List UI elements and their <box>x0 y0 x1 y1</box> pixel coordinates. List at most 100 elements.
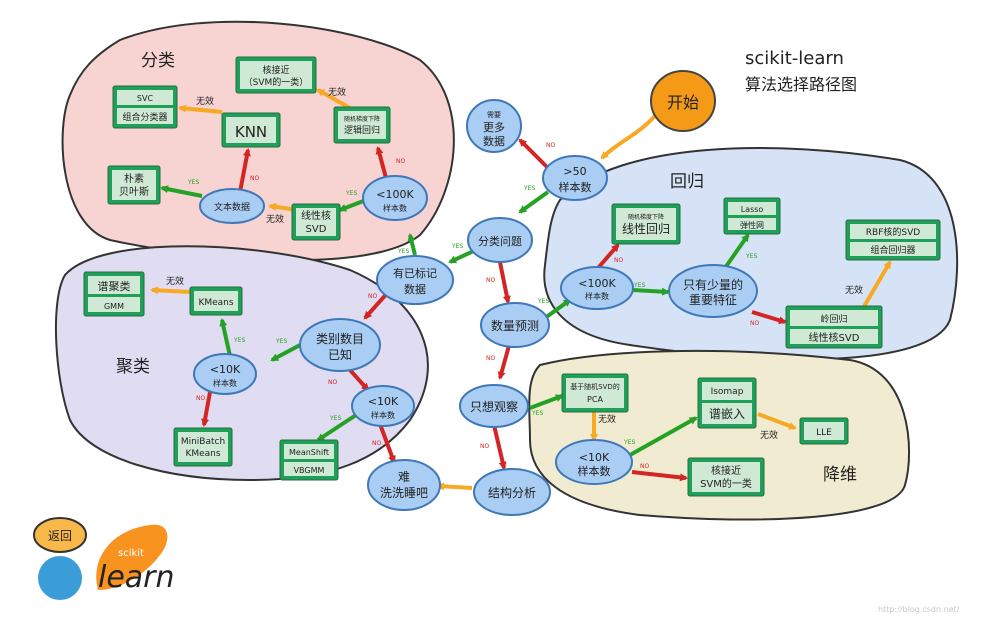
algo-ensemble-label: 组合分类器 <box>122 111 167 123</box>
algo-linear-svd-classify[interactable]: 线性核 SVD <box>291 203 341 241</box>
node-lt10k-d-line1: <10K <box>579 451 610 464</box>
algo-svc-ensemble[interactable]: SVC 组合分类器 <box>112 85 178 129</box>
algo-kernel-approx-classify[interactable]: 核接近 （SVM的一类） <box>235 56 317 94</box>
region-label-regression: 回归 <box>670 172 704 192</box>
edge-lt100kc-linsvd <box>338 198 367 212</box>
algo-meanshift-vbgmm[interactable]: MeanShift VBGMM <box>279 439 339 481</box>
algo-kernel-approx-reduce[interactable]: 核接近 SVM的一类 <box>687 457 765 497</box>
node-start[interactable]: 开始 <box>650 70 716 132</box>
node-structure[interactable]: 结构分析 <box>473 468 551 516</box>
algo-ridge-linear-svd[interactable]: 岭回归 线性核SVD <box>785 305 883 349</box>
algo-sgd-regressor[interactable]: 随机梯度下降 线性回归 <box>611 203 681 245</box>
label-fail-sgdc: 无效 <box>328 86 346 98</box>
node-labeled[interactable]: 有已标记 数据 <box>376 255 454 305</box>
edge-kmeans-spectral <box>150 286 191 295</box>
node-category-known-line1: 类别数目 <box>316 331 364 346</box>
algo-kmeans[interactable]: KMeans <box>189 286 243 316</box>
label-yes-lt10kd: YES <box>623 439 635 446</box>
node-more-data[interactable]: 需要 更多 数据 <box>466 99 522 153</box>
edge-classify-predict <box>498 261 511 304</box>
node-tough-luck[interactable]: 难 洗洗睡吧 <box>367 459 441 511</box>
edge-lt10kb-tough <box>378 423 396 464</box>
node-text-data[interactable]: 文本数据 <box>199 188 265 224</box>
algo-kmeans-label: KMeans <box>198 298 233 308</box>
edge-lt100kr-few <box>631 287 670 296</box>
algo-elasticnet-label: 弹性网 <box>740 220 764 230</box>
edge-lt100kc-sgd <box>375 146 388 179</box>
edge-ridge-rbf <box>860 260 892 312</box>
node-few-features[interactable]: 只有少量的 重要特征 <box>668 264 758 318</box>
edge-predict-look <box>497 341 512 380</box>
node-lt100k-regress-line1: <100K <box>578 277 616 290</box>
edge-look-structure <box>492 424 507 470</box>
node-text-data-label: 文本数据 <box>214 201 250 213</box>
algo-rbf-svd-ensemble[interactable]: RBF核的SVD 组合回归器 <box>845 219 941 261</box>
algo-linsvd-line1: 线性核 <box>301 209 331 222</box>
node-gt50[interactable]: >50 样本数 <box>542 155 608 201</box>
algo-lle-label: LLE <box>816 428 832 438</box>
label-fail-pca: 无效 <box>598 413 616 425</box>
node-tough-line1: 难 <box>398 470 410 484</box>
node-just-looking[interactable]: 只想观察 <box>459 384 529 428</box>
algo-isomap-label: Isomap <box>711 387 744 397</box>
edge-sgdc-kernel <box>316 88 351 110</box>
algo-spectral-gmm[interactable]: 谱聚类 GMM <box>83 271 145 317</box>
label-fail-linsvd: 无效 <box>266 213 284 225</box>
node-lt10k-d[interactable]: <10K 样本数 <box>555 439 633 485</box>
label-no-predict: NO <box>486 355 495 362</box>
algo-nb-line2: 贝叶斯 <box>119 185 149 198</box>
logo-scikit: scikit <box>118 548 144 559</box>
node-gt50-line1: >50 <box>563 165 586 178</box>
algo-minibatch-kmeans[interactable]: MiniBatch KMeans <box>173 427 233 467</box>
label-fail-ridge: 无效 <box>845 284 863 296</box>
algo-knn-label: KNN <box>235 123 267 141</box>
edge-text-knn <box>238 148 251 193</box>
algo-linear-svd-reg-label: 线性核SVD <box>809 331 860 344</box>
node-lt100k-regress[interactable]: <100K 样本数 <box>560 266 634 310</box>
node-more-data-line2: 更多 <box>483 120 505 134</box>
region-label-clustering: 聚类 <box>116 357 150 377</box>
node-just-looking-label: 只想观察 <box>470 399 518 414</box>
algo-knn[interactable]: KNN <box>221 112 281 148</box>
algo-randomized-pca[interactable]: 基于随机SVD的 PCA <box>561 373 629 413</box>
node-gt50-line2: 样本数 <box>559 180 592 194</box>
algo-naive-bayes[interactable]: 朴素 贝叶斯 <box>107 165 161 205</box>
label-fail-isomap: 无效 <box>760 429 778 441</box>
label-yes-cat: YES <box>275 338 287 345</box>
node-few-features-line2: 重要特征 <box>689 292 737 307</box>
region-label-dim-reduction: 降维 <box>823 465 857 485</box>
node-more-data-line1: 需要 <box>487 111 501 119</box>
edge-cat-lt10kb <box>348 368 370 392</box>
algo-pca-line2: PCA <box>587 395 603 404</box>
algo-svc-label: SVC <box>137 94 154 103</box>
node-classify[interactable]: 分类问题 <box>467 217 533 263</box>
node-category-known[interactable]: 类别数目 已知 <box>299 318 381 372</box>
label-no-lt10kb: NO <box>372 440 381 447</box>
algo-ensemble-reg-label: 组合回归器 <box>870 244 915 256</box>
algo-lasso-elasticnet[interactable]: Lasso 弹性网 <box>723 197 781 235</box>
algo-isomap-spectral[interactable]: Isomap 谱嵌入 <box>697 377 757 429</box>
label-yes-lt100kc: YES <box>345 190 357 197</box>
label-no-lt10kd: NO <box>640 463 649 470</box>
node-lt100k-classify[interactable]: <100K 样本数 <box>362 175 428 221</box>
edge-few-lasso <box>723 233 750 270</box>
algo-sgd-classifier[interactable]: 随机梯度下降 逻辑回归 <box>333 106 391 144</box>
node-predict-qty[interactable]: 数量预测 <box>480 302 550 348</box>
node-structure-label: 结构分析 <box>488 485 536 500</box>
back-button[interactable]: 返回 <box>33 517 87 553</box>
algo-lle[interactable]: LLE <box>799 417 849 445</box>
algo-linsvd-line2: SVD <box>306 224 327 235</box>
node-lt10k-a-line1: <10K <box>210 363 241 376</box>
algo-sgd-c-line2: 逻辑回归 <box>344 124 380 136</box>
edge-lt100kr-sgd <box>596 243 620 270</box>
node-tough-line2: 洗洗睡吧 <box>380 486 428 500</box>
label-no-lt10ka: NO <box>196 395 205 402</box>
node-start-label: 开始 <box>667 93 699 112</box>
logo-learn: learn <box>98 560 175 595</box>
label-yes-lt100kr: YES <box>633 282 645 289</box>
node-lt100k-classify-line1: <100K <box>376 188 414 201</box>
node-lt10k-a[interactable]: <10K 样本数 <box>193 353 257 395</box>
node-lt10k-b[interactable]: <10K 样本数 <box>351 385 415 427</box>
algo-ridge-label: 岭回归 <box>820 313 847 325</box>
label-yes-predict: YES <box>537 298 549 305</box>
